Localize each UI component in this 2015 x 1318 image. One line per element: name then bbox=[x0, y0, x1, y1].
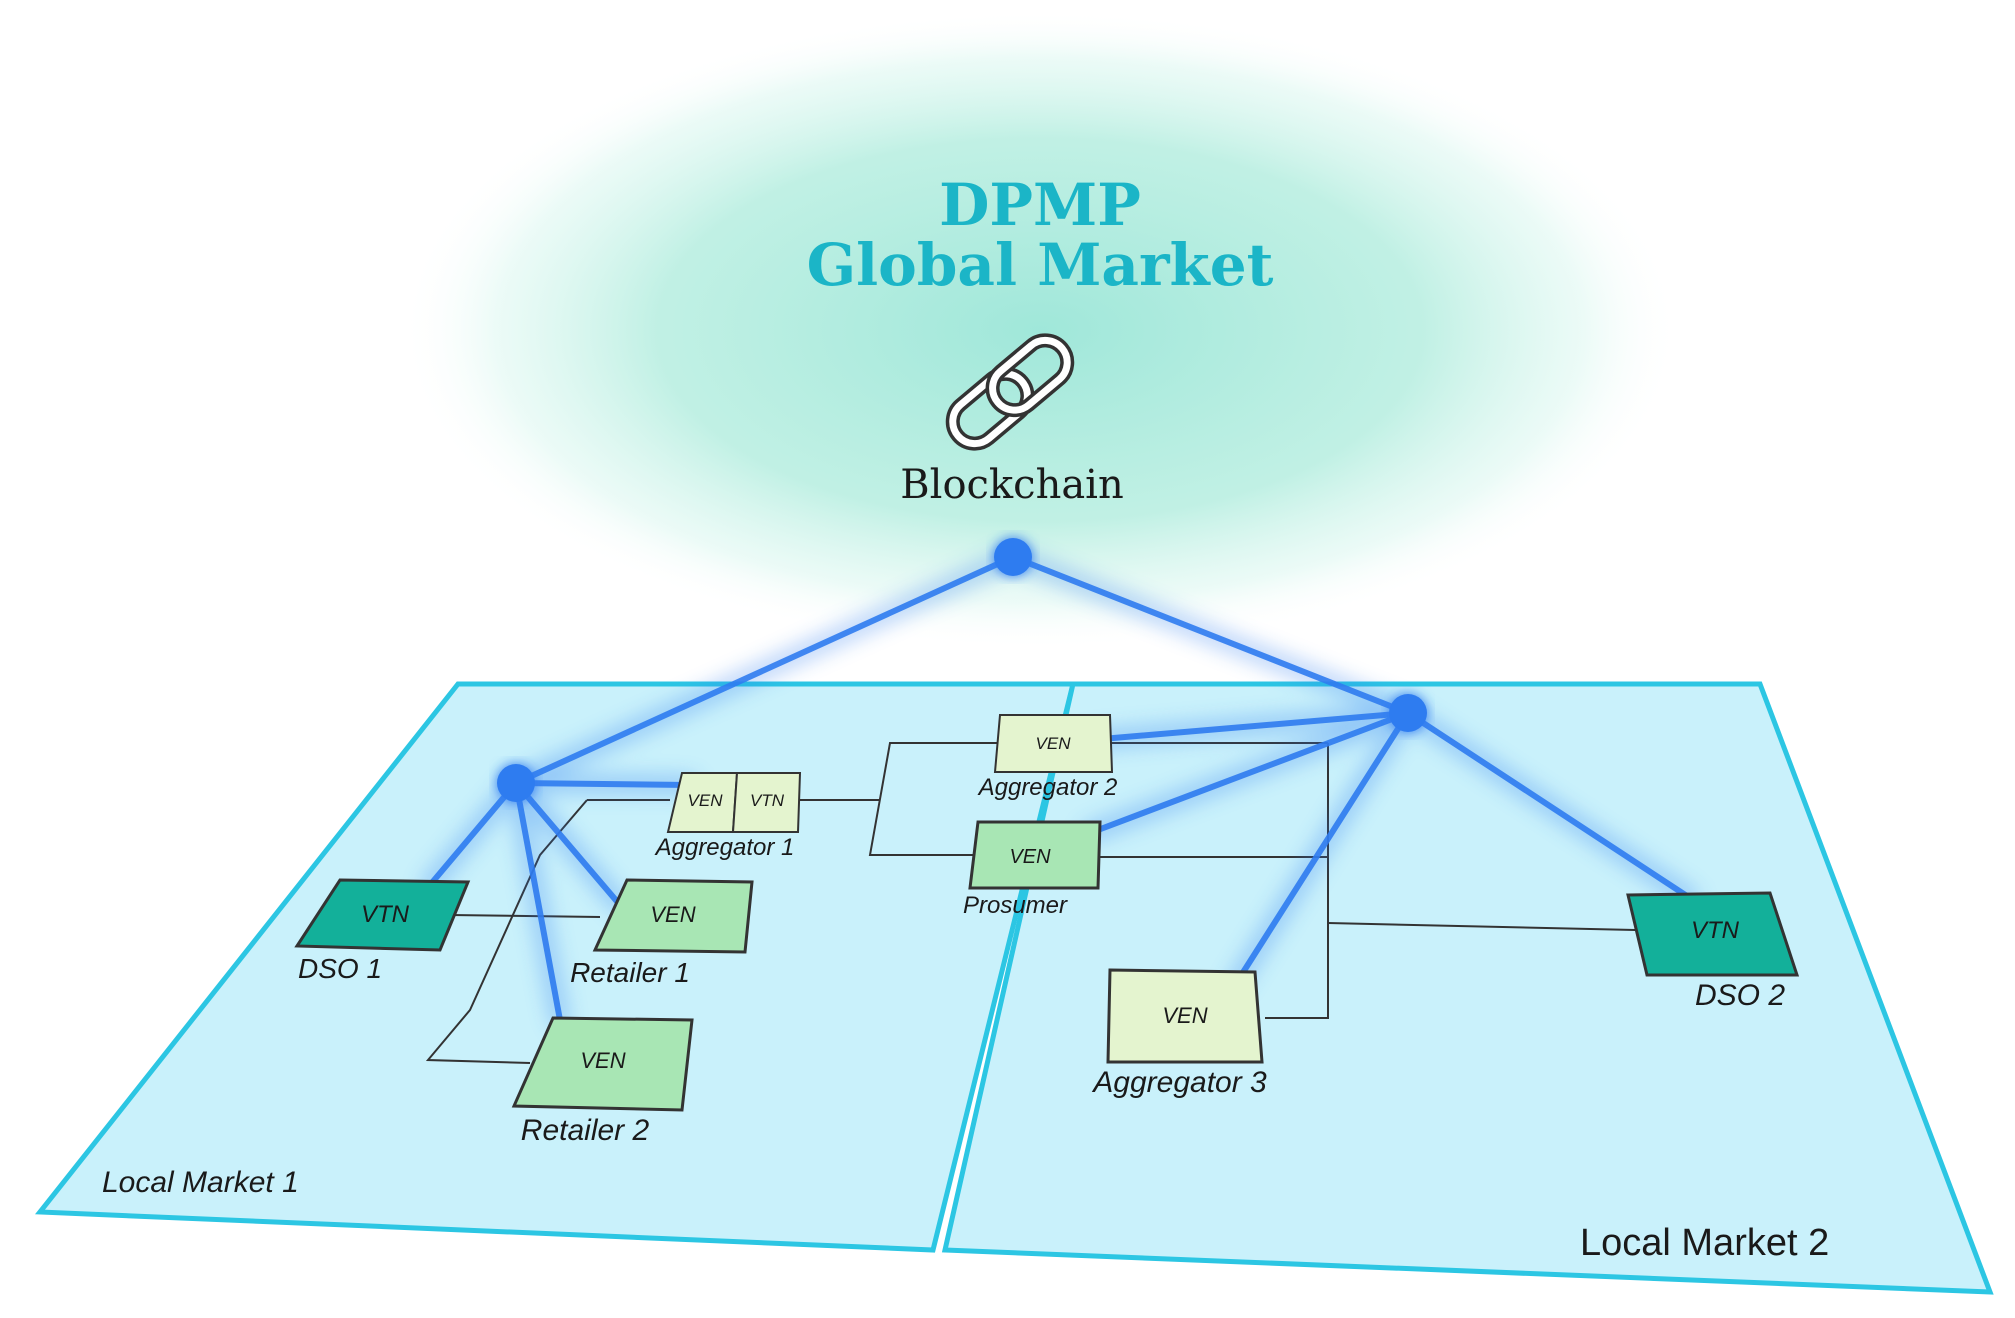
retailer-2-label: Retailer 2 bbox=[521, 1114, 650, 1147]
dso-1-box-text: VTN bbox=[361, 901, 410, 928]
retailer-1-box-text: VEN bbox=[650, 902, 695, 927]
blockchain-links bbox=[421, 538, 1699, 1029]
aggregator-2-box-text: VEN bbox=[1036, 734, 1072, 753]
chain-link-icon bbox=[945, 333, 1075, 451]
retailer-1-label: Retailer 1 bbox=[570, 957, 690, 988]
dso-2-node: VTN DSO 2 bbox=[1626, 891, 1800, 1012]
dso-1-label: DSO 1 bbox=[298, 953, 382, 984]
aggregator-3-node: VEN Aggregator 3 bbox=[1091, 968, 1267, 1099]
aggregator-1-label: Aggregator 1 bbox=[654, 834, 795, 861]
prosumer-node: VEN Prosumer bbox=[963, 820, 1102, 919]
dso-2-label: DSO 2 bbox=[1695, 979, 1785, 1012]
global-market-title-line2: Global Market bbox=[807, 231, 1274, 299]
aggregator-1-vtn-text: VTN bbox=[750, 791, 785, 810]
blockchain-hub-node bbox=[994, 538, 1032, 576]
local-market-1-hub-node bbox=[497, 764, 535, 802]
dso-1-node: VTN DSO 1 bbox=[294, 878, 471, 984]
aggregator-1-ven-text: VEN bbox=[688, 791, 724, 810]
wiring bbox=[425, 742, 1636, 1064]
prosumer-label: Prosumer bbox=[963, 892, 1068, 919]
prosumer-box-text: VEN bbox=[1009, 846, 1051, 868]
local-market-2-plane bbox=[941, 681, 1994, 1295]
dso-2-box-text: VTN bbox=[1691, 917, 1740, 944]
global-market-cloud bbox=[400, 10, 1680, 650]
aggregator-3-box-text: VEN bbox=[1162, 1003, 1207, 1028]
retailer-2-node: VEN Retailer 2 bbox=[511, 1016, 694, 1147]
global-market-title-line1: DPMP bbox=[939, 171, 1141, 239]
aggregator-1-node: VEN VTN Aggregator 1 bbox=[654, 772, 802, 861]
local-market-1-label: Local Market 1 bbox=[102, 1166, 299, 1199]
retailer-2-box-text: VEN bbox=[580, 1048, 625, 1073]
retailer-1-node: VEN Retailer 1 bbox=[570, 878, 754, 988]
local-market-2-label: Local Market 2 bbox=[1580, 1222, 1829, 1264]
aggregator-3-label: Aggregator 3 bbox=[1091, 1066, 1267, 1099]
local-market-2-hub-node bbox=[1389, 694, 1427, 732]
blockchain-label: Blockchain bbox=[900, 462, 1123, 508]
aggregator-2-node: VEN Aggregator 2 bbox=[977, 714, 1118, 801]
aggregator-2-label: Aggregator 2 bbox=[977, 774, 1118, 801]
